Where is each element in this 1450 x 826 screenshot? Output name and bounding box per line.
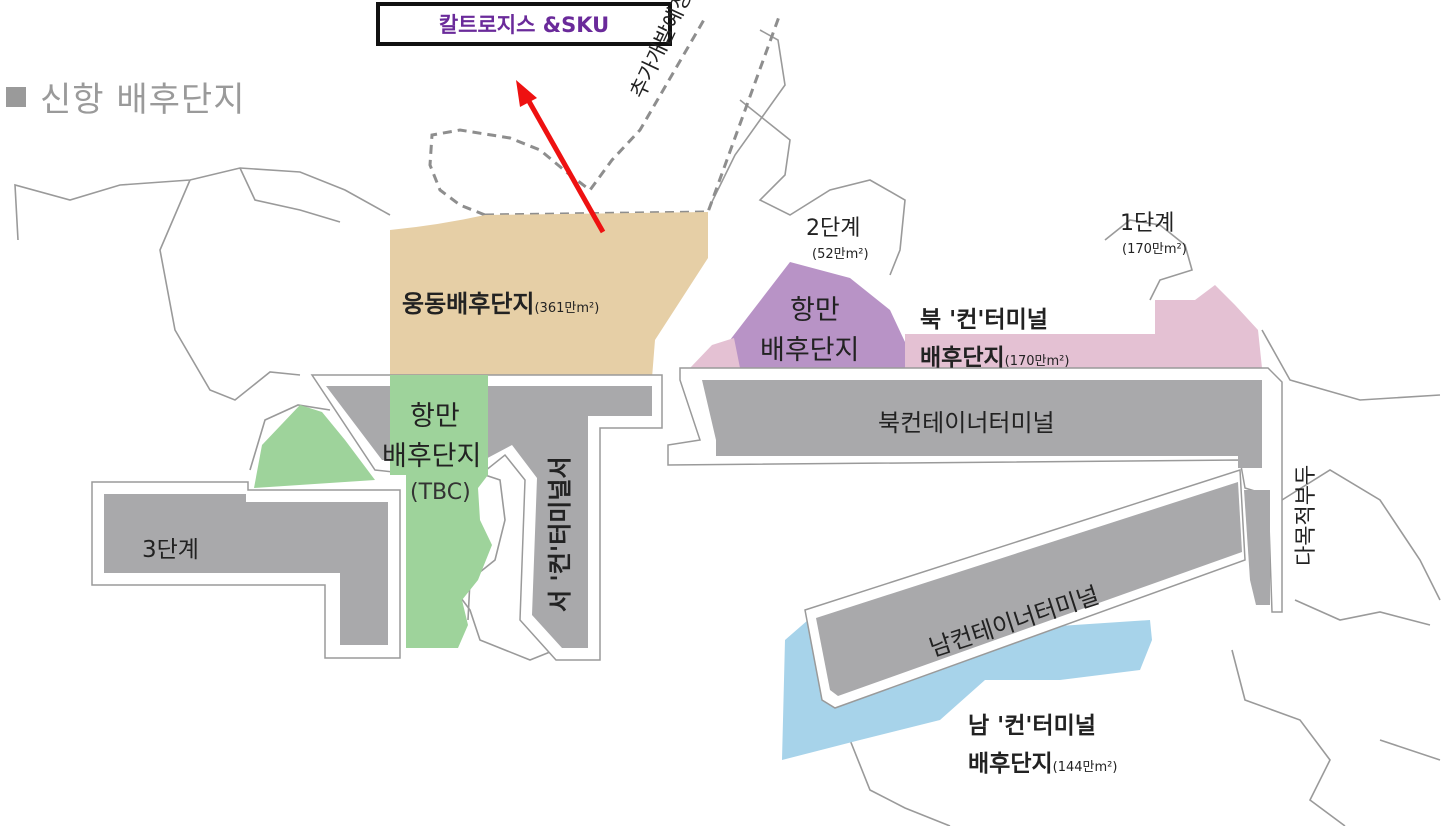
woongdong-area: (361만m²) — [534, 301, 600, 316]
tbc-line1: 항만 — [410, 401, 460, 432]
green-west-area — [254, 405, 375, 488]
callout-label: 칼트로지스 &SKU — [438, 13, 610, 37]
north-hinterland-line1: 북 '컨'터미널 — [920, 307, 1048, 333]
stage1-label: 1단계 — [1120, 211, 1175, 236]
north-terminal-fill — [690, 380, 1262, 468]
south-hinterland-area: (144만m²) — [1052, 760, 1118, 775]
pink-small-area — [690, 338, 740, 368]
port-north-line2: 배후단지 — [760, 335, 860, 366]
north-terminal-label: 북컨테이너터미널 — [878, 409, 1055, 437]
callout-arrowhead — [516, 80, 537, 107]
woongdong-area — [390, 212, 708, 378]
woongdong-name: 웅동배후단지 — [402, 290, 535, 318]
south-hinterland-line2: 배후단지(144만m²) — [968, 744, 1117, 778]
west-terminal-label: 서 '컨'터미널서 — [546, 456, 574, 612]
north-hinterland-area: (170만m²) — [1004, 354, 1070, 369]
stage3-label: 3단계 — [142, 537, 199, 563]
callout-arrow — [523, 94, 606, 234]
legend-title-text: 신항 배후단지 — [40, 80, 246, 120]
woongdong-label: 웅동배후단지(361만m²) — [402, 284, 599, 319]
tbc-line2: 배후단지 — [382, 441, 482, 472]
south-hinterland-line1: 남 '컨'터미널 — [968, 713, 1096, 739]
pink-area — [905, 285, 1262, 368]
north-pier-fill — [1244, 490, 1270, 605]
south-terminal-fill — [816, 482, 1242, 696]
purple-area — [730, 262, 905, 368]
stage2-area: (52만m²) — [812, 247, 869, 262]
north-hinterland-name: 배후단지 — [920, 345, 1005, 371]
north-hinterland-line2: 배후단지(170만m²) — [920, 338, 1069, 372]
tbc-tag: (TBC) — [410, 480, 471, 505]
port-north-line1: 항만 — [790, 295, 840, 326]
tbc-area — [390, 375, 492, 648]
south-hinterland-name: 배후단지 — [968, 751, 1053, 777]
stage2-label: 2단계 — [806, 216, 861, 241]
coastline — [14, 29, 1441, 826]
stage1-area: (170만m²) — [1122, 242, 1187, 257]
legend-square-icon — [6, 87, 26, 107]
multi-pier-label: 다목적부두 — [1294, 464, 1319, 566]
callout-box: 칼트로지스 &SKU — [376, 2, 672, 46]
future-development-area — [428, 13, 782, 217]
legend-title: 신항 배후단지 — [6, 72, 246, 121]
stage3-fill — [104, 494, 388, 645]
